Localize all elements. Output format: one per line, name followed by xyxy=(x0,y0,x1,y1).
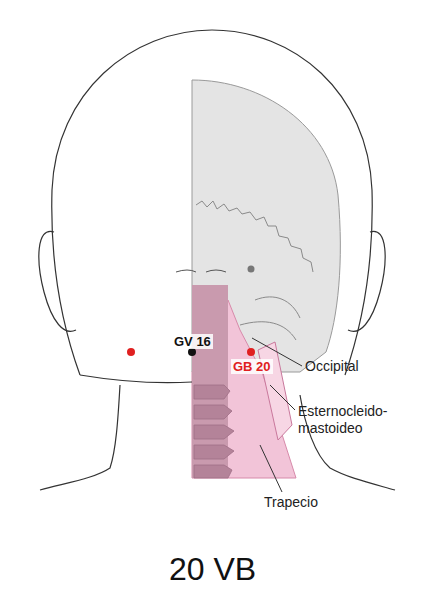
anatomy-label: Trapecio xyxy=(264,494,318,511)
neck-left xyxy=(40,385,120,490)
nape-mark xyxy=(176,270,226,272)
acupoint-dot xyxy=(127,348,135,356)
head-outline xyxy=(52,30,373,375)
anatomy-label: Occipital xyxy=(305,358,359,375)
hairline xyxy=(80,375,192,383)
leader-line xyxy=(260,445,282,492)
ear-left xyxy=(39,231,76,331)
leader-line xyxy=(270,385,295,410)
reference-dot xyxy=(248,266,255,273)
suture-line xyxy=(196,201,313,272)
anatomy-label: Esternocleido- mastoideo xyxy=(298,403,410,437)
acupoint-dot xyxy=(188,348,196,356)
occipital-contour xyxy=(240,297,300,340)
scm-muscle xyxy=(258,342,292,440)
acupoint-dot xyxy=(247,348,255,356)
vertebrae xyxy=(194,385,234,478)
figure-caption: 20 VB xyxy=(169,550,256,588)
ear-right xyxy=(348,231,385,331)
point-label: GB 20 xyxy=(231,359,273,374)
point-label: GV 16 xyxy=(172,334,213,349)
